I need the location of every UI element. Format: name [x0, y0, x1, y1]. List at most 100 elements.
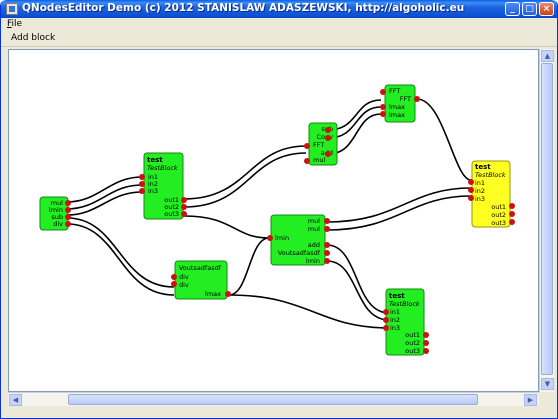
scroll-up-icon[interactable]: ▲	[541, 50, 554, 62]
output-port[interactable]	[65, 221, 71, 227]
port-label: div	[179, 281, 189, 289]
output-port[interactable]	[324, 226, 330, 232]
output-port[interactable]	[324, 258, 330, 264]
port-label: lmax	[205, 290, 221, 298]
input-port[interactable]	[383, 317, 389, 323]
port-label: div	[53, 220, 63, 228]
input-port[interactable]	[139, 188, 145, 194]
title-bar[interactable]: QNodesEditor Demo (c) 2012 STANISLAW ADA…	[1, 0, 557, 18]
node-input-block[interactable]: mul lmin sub div	[39, 196, 71, 231]
input-port[interactable]	[304, 158, 310, 164]
output-port[interactable]	[324, 242, 330, 248]
node-test-block-3[interactable]: test TestBlock in1 in2 in3 out1 out2 out…	[383, 288, 429, 356]
wire[interactable]	[326, 244, 390, 314]
output-port[interactable]	[65, 207, 71, 213]
output-port[interactable]	[324, 250, 330, 256]
node-test-block-1[interactable]: test TestBlock in1 in2 in3 out1 out2 out…	[139, 152, 187, 220]
wire[interactable]	[326, 187, 472, 223]
node-test-block-yellow[interactable]: test TestBlock in1 in2 in3 out1 out2 out…	[468, 160, 515, 228]
wire[interactable]	[326, 260, 390, 321]
input-port[interactable]	[304, 143, 310, 149]
maximize-button[interactable]: □	[522, 2, 537, 16]
output-port[interactable]	[509, 211, 515, 217]
output-port[interactable]	[509, 219, 515, 225]
input-port[interactable]	[171, 274, 177, 280]
input-port[interactable]	[468, 195, 474, 201]
wire[interactable]	[66, 191, 143, 216]
wire[interactable]	[183, 215, 270, 239]
close-button[interactable]: ×	[539, 2, 554, 16]
output-port[interactable]	[325, 151, 331, 157]
node-graph[interactable]: mul lmin sub div test TestBlock in1 in2 …	[9, 50, 540, 393]
port-label: in2	[390, 316, 400, 324]
minimize-button[interactable]: _	[505, 2, 520, 16]
port-label: FFT	[400, 95, 411, 103]
output-port[interactable]	[325, 135, 331, 141]
size-grip-icon[interactable]	[539, 392, 554, 406]
input-port[interactable]	[139, 181, 145, 187]
input-port[interactable]	[383, 325, 389, 331]
horizontal-scroll-thumb[interactable]	[68, 394, 478, 405]
input-port[interactable]	[267, 235, 273, 241]
wire[interactable]	[228, 294, 390, 329]
wire[interactable]	[416, 98, 472, 181]
node-title: test	[147, 156, 163, 164]
menu-file[interactable]: File	[7, 19, 23, 29]
horizontal-scrollbar[interactable]: ◀ ▶	[8, 392, 539, 406]
port-label: in3	[390, 324, 400, 332]
output-port[interactable]	[65, 200, 71, 206]
port-label: out2	[164, 203, 179, 211]
vertical-scroll-thumb[interactable]	[541, 63, 553, 375]
port-label: lmax	[389, 103, 405, 111]
output-port[interactable]	[423, 340, 429, 346]
port-label: sub	[51, 213, 63, 221]
port-label: div	[179, 273, 189, 281]
output-port[interactable]	[325, 127, 331, 133]
port-label: out2	[405, 339, 420, 347]
port-label: lmin	[306, 257, 320, 265]
input-port[interactable]	[139, 174, 145, 180]
node-sub-conv[interactable]: sub Conv FFT add mul	[304, 122, 338, 166]
scroll-left-icon[interactable]: ◀	[9, 394, 22, 406]
output-port[interactable]	[423, 332, 429, 338]
input-port[interactable]	[468, 187, 474, 193]
output-port[interactable]	[423, 348, 429, 354]
output-port[interactable]	[509, 203, 515, 209]
wire[interactable]	[183, 152, 307, 208]
wire[interactable]	[183, 145, 307, 200]
output-port[interactable]	[324, 218, 330, 224]
toolbar: Add block	[1, 31, 557, 47]
input-port[interactable]	[380, 111, 386, 117]
vertical-scrollbar[interactable]: ▲ ▼	[539, 49, 554, 392]
input-port[interactable]	[383, 309, 389, 315]
wire[interactable]	[228, 237, 270, 296]
input-port[interactable]	[171, 281, 177, 287]
input-port[interactable]	[380, 104, 386, 110]
port-label: mul	[308, 217, 320, 225]
input-port[interactable]	[380, 89, 386, 95]
node-fft[interactable]: FFT FFT lmax lmax	[380, 84, 420, 123]
add-block-button[interactable]: Add block	[11, 33, 56, 43]
wire[interactable]	[66, 217, 175, 288]
node-editor-canvas[interactable]: mul lmin sub div test TestBlock in1 in2 …	[8, 49, 539, 392]
wire[interactable]	[326, 195, 472, 231]
output-port[interactable]	[181, 211, 187, 217]
output-port[interactable]	[225, 291, 231, 297]
node-title: test	[475, 163, 491, 171]
wire[interactable]	[66, 223, 175, 296]
port-label: out3	[491, 219, 506, 227]
output-port[interactable]	[65, 214, 71, 220]
scroll-down-icon[interactable]: ▼	[541, 378, 554, 390]
scroll-right-icon[interactable]: ▶	[524, 394, 537, 406]
wire[interactable]	[66, 184, 143, 210]
port-label: in3	[148, 187, 158, 195]
node-voutsadfasdf[interactable]: Voutsadfasdf div div lmax	[171, 260, 231, 300]
wire[interactable]	[66, 176, 143, 203]
port-label: in1	[475, 179, 485, 187]
port-label: add	[308, 241, 320, 249]
input-port[interactable]	[468, 179, 474, 185]
output-port[interactable]	[181, 197, 187, 203]
output-port[interactable]	[181, 204, 187, 210]
node-mul-add[interactable]: mul mul lmin add Voutsadfasdf lmin	[267, 214, 330, 266]
output-port[interactable]	[414, 96, 420, 102]
